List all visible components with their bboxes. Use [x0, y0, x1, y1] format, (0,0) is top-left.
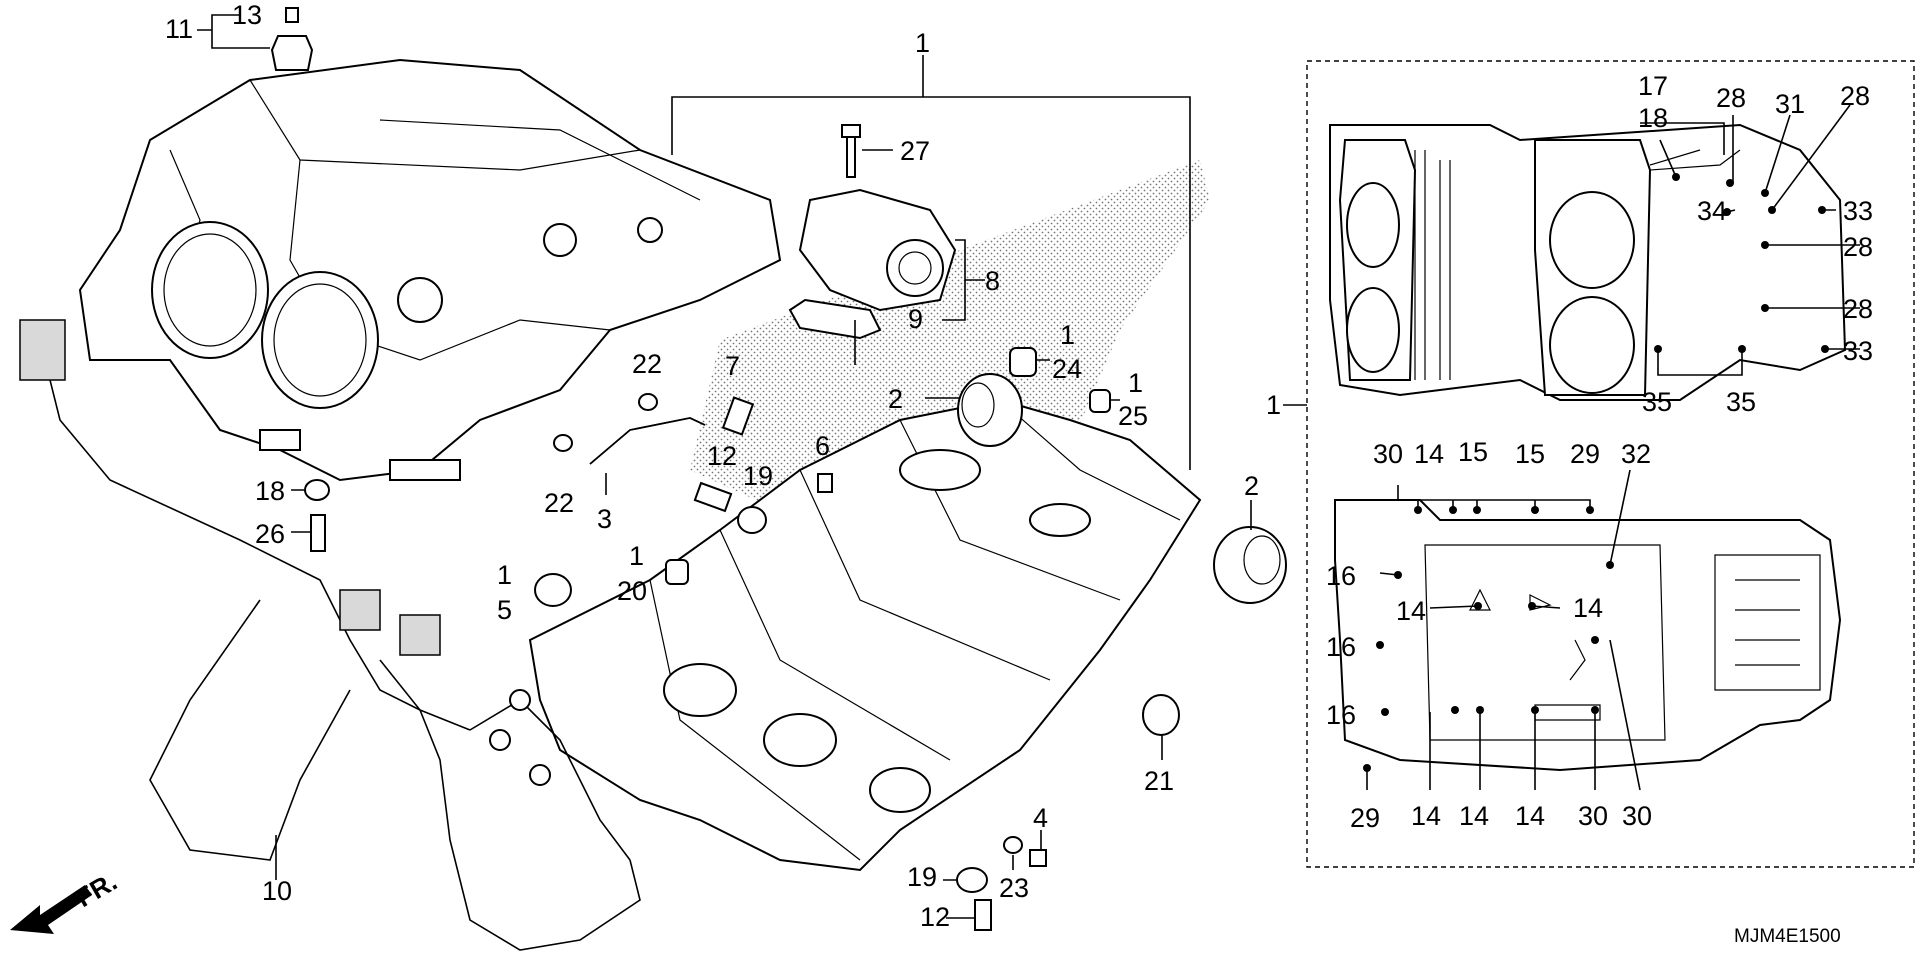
upper-crankcase-plan-view	[1329, 123, 1847, 401]
callout-12: 12	[707, 441, 737, 471]
callout-34: 34	[1697, 196, 1727, 226]
diagram-code: MJM4E1500	[1734, 926, 1841, 947]
callout-labels: 11 13 1 27 8 9 1 24 1 25 2 7 22 22 3 6 1…	[165, 0, 1873, 932]
callout-24: 24	[1052, 354, 1082, 384]
callout-10: 10	[262, 876, 292, 906]
callout-11: 11	[165, 14, 193, 44]
callout-35: 35	[1642, 387, 1672, 417]
front-arrow-label: FR.	[71, 866, 122, 913]
callout-1: 1	[1128, 368, 1143, 398]
callout-30: 30	[1373, 439, 1403, 469]
callout-19: 19	[743, 461, 773, 491]
callout-1: 1	[497, 560, 512, 590]
callout-28: 28	[1843, 232, 1873, 262]
callout-28: 28	[1843, 294, 1873, 324]
lower-crankcase-plan-view	[1334, 499, 1842, 772]
callout-29: 29	[1570, 439, 1600, 469]
callout-14: 14	[1396, 596, 1426, 626]
wire-harness	[19, 319, 641, 951]
inset-leader-lines	[1366, 104, 1860, 791]
front-arrow: FR.	[10, 866, 122, 934]
callout-23: 23	[999, 873, 1029, 903]
callout-1: 1	[1266, 390, 1281, 420]
callout-33: 33	[1843, 196, 1873, 226]
small-parts	[270, 7, 1287, 931]
callout-2: 2	[1244, 471, 1259, 501]
callout-29: 29	[1350, 803, 1380, 833]
upper-crankcase	[78, 58, 782, 482]
callout-1: 1	[1060, 320, 1075, 350]
callout-32: 32	[1621, 439, 1651, 469]
callout-6: 6	[815, 431, 830, 461]
callout-7: 7	[725, 351, 740, 381]
callout-8: 8	[985, 266, 1000, 296]
callout-19: 19	[907, 862, 937, 892]
callout-5: 5	[497, 595, 512, 625]
callout-2: 2	[888, 384, 903, 414]
callout-1: 1	[915, 28, 930, 58]
callout-3: 3	[597, 504, 612, 534]
callout-12: 12	[920, 902, 950, 932]
callout-1: 1	[629, 541, 644, 571]
callout-16: 16	[1326, 632, 1356, 662]
callout-28: 28	[1840, 81, 1870, 111]
callout-15: 15	[1458, 437, 1488, 467]
callout-20: 20	[617, 576, 647, 606]
callout-16: 16	[1326, 700, 1356, 730]
callout-14: 14	[1573, 593, 1603, 623]
leader-lines	[197, 14, 1252, 919]
callout-21: 21	[1144, 766, 1174, 796]
callout-22: 22	[632, 349, 662, 379]
callout-9: 9	[908, 304, 923, 334]
callout-13: 13	[232, 0, 262, 30]
callout-14: 14	[1411, 801, 1441, 831]
callout-31: 31	[1775, 89, 1805, 119]
callout-30: 30	[1578, 801, 1608, 831]
callout-22: 22	[544, 488, 574, 518]
callout-14: 14	[1414, 439, 1444, 469]
callout-30: 30	[1622, 801, 1652, 831]
callout-14: 14	[1459, 801, 1489, 831]
callout-26: 26	[255, 519, 285, 549]
callout-15: 15	[1515, 439, 1545, 469]
callout-18: 18	[255, 476, 285, 506]
callout-17: 17	[1638, 71, 1668, 101]
callout-4: 4	[1033, 803, 1048, 833]
lower-crankcase	[528, 398, 1202, 872]
callout-16: 16	[1326, 561, 1356, 591]
callout-25: 25	[1118, 401, 1148, 431]
callout-27: 27	[900, 136, 930, 166]
callout-18: 18	[1638, 103, 1668, 133]
callout-14: 14	[1515, 801, 1545, 831]
inset-box	[1306, 60, 1915, 868]
callout-33: 33	[1843, 336, 1873, 366]
callout-28: 28	[1716, 83, 1746, 113]
callout-35: 35	[1726, 387, 1756, 417]
